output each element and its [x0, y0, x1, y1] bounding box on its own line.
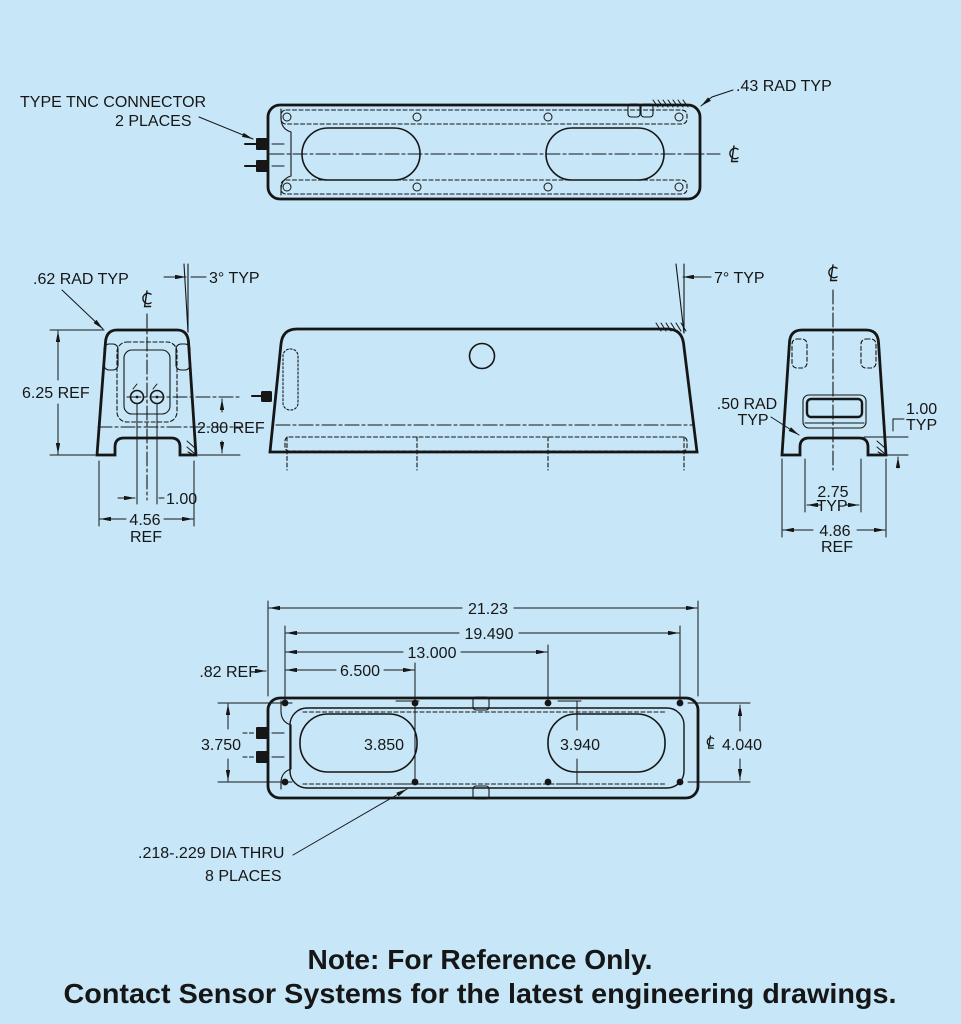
- side-view-outline: [268, 327, 699, 454]
- tnc-connector: [256, 751, 268, 763]
- dim-2123-label: 21.23: [468, 601, 508, 618]
- dim-6500-label: 6.500: [340, 663, 380, 680]
- bottom-view-outline: [266, 696, 700, 800]
- dim-625-label: 6.25 REF: [22, 385, 90, 402]
- bottom-view-right-pocket: [547, 713, 666, 773]
- note-line1: Note: For Reference Only.: [308, 944, 653, 975]
- top-view: TYPE TNC CONNECTOR 2 PLACES .43 RAD TYP: [20, 78, 832, 201]
- hole-note-label: .218-.229 DIA THRU: [138, 845, 284, 862]
- dim-456-label: 4.56: [129, 512, 160, 529]
- dim-486-ref-label: REF: [821, 539, 853, 556]
- rear-slot: [802, 394, 867, 429]
- rad62-label: .62 RAD TYP: [33, 271, 129, 288]
- dim-3940-label: 3.940: [560, 737, 600, 754]
- hole-note-places-label: 8 PLACES: [205, 868, 281, 885]
- dim-456-ref-label: REF: [130, 529, 162, 546]
- left-end-view: 6.25 REF 3° TYP .62 RAD TYP 1.00 4.56 RE…: [22, 263, 265, 546]
- dim-280-label: 2.80 REF: [197, 420, 265, 437]
- bottom-view-left-pocket: [299, 713, 418, 773]
- tnc-places-label: 2 PLACES: [115, 113, 191, 130]
- leader-line: [61, 289, 104, 330]
- top-view-outline: [266, 103, 702, 201]
- dim-4040-label: 4.040: [722, 737, 762, 754]
- dim-275-label: 2.75: [817, 484, 848, 501]
- top-hole: [468, 342, 496, 370]
- note-line2: Contact Sensor Systems for the latest en…: [64, 978, 897, 1009]
- tnc-connectors: [244, 138, 268, 172]
- dim-3850-label: 3.850: [364, 737, 404, 754]
- dim-100-right-typ-label: TYP: [906, 417, 937, 434]
- rad50-typ-label: TYP: [737, 412, 768, 429]
- rad43-label: .43 RAD TYP: [736, 78, 832, 95]
- hatch-marks: [186, 440, 196, 456]
- tnc-connector-label: TYPE TNC CONNECTOR: [20, 94, 206, 111]
- dim-100-left-label: 1.00: [166, 491, 197, 508]
- leader-line: [700, 89, 734, 107]
- reference-note: Note: For Reference Only. Contact Sensor…: [64, 944, 897, 1009]
- dim-82-label: .82 REF: [199, 664, 258, 681]
- dim-13000-label: 13.000: [408, 645, 457, 662]
- tnc-connector: [256, 727, 268, 739]
- side-connector: [261, 391, 272, 402]
- hatch-marks: [876, 440, 886, 456]
- bottom-view: 21.23 19.490 13.000 6.500 .82 REF 3.750: [138, 600, 762, 885]
- side-view: 7° TYP: [251, 263, 765, 471]
- deg3-label: 3° TYP: [209, 270, 260, 287]
- rad50-label: .50 RAD: [717, 396, 777, 413]
- dim-275-typ-label: TYP: [816, 498, 847, 515]
- right-view-outline: [780, 328, 888, 457]
- left-view-outline: [95, 328, 198, 457]
- dim-3750-label: 3.750: [201, 737, 241, 754]
- leader-line: [198, 116, 254, 140]
- leader-line: [292, 788, 408, 856]
- dim-19490-label: 19.490: [465, 626, 514, 643]
- right-end-view: .50 RAD TYP 1.00 TYP 2.75 TYP 4.86 REF: [717, 264, 937, 556]
- dim-100-right-label: 1.00: [906, 401, 937, 418]
- leader-line: [770, 416, 800, 436]
- deg7-label: 7° TYP: [714, 270, 765, 287]
- dim-486-label: 4.86: [819, 523, 850, 540]
- hatch-marks: [652, 99, 689, 108]
